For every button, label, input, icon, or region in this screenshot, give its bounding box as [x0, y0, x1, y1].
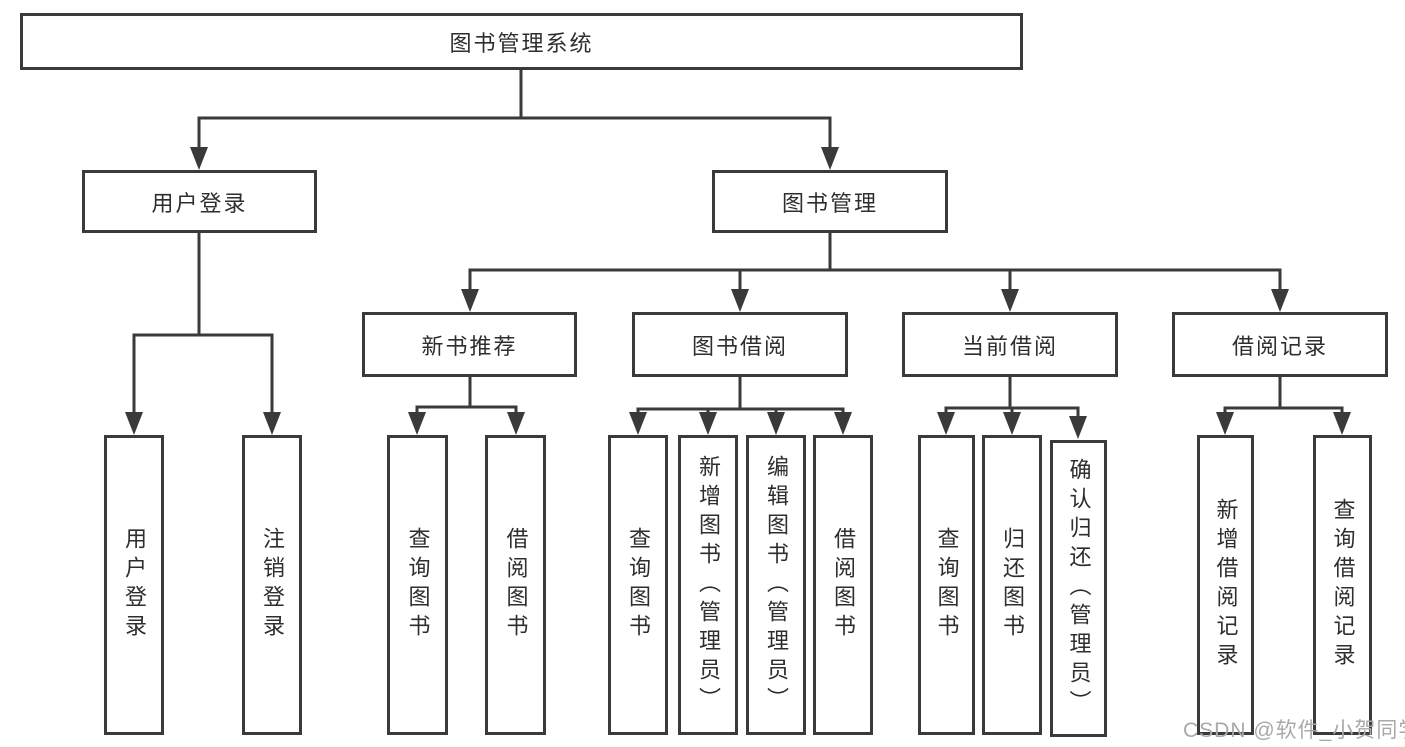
arrow-icon — [461, 289, 479, 312]
leaf-br-add-record: 新增借阅记录 — [1197, 435, 1254, 735]
arrow-icon — [1069, 416, 1087, 439]
arrow-icon — [125, 412, 143, 435]
arrow-icon — [834, 412, 852, 435]
leaf-br-query-record: 查询借阅记录 — [1313, 435, 1372, 735]
leaf-cb-confirm-return-admin: 确认归还（管理员） — [1050, 440, 1107, 737]
leaf-cb-return-books: 归还图书 — [982, 435, 1042, 735]
leaf-user-login: 用户登录 — [104, 435, 164, 735]
arrow-icon — [1216, 412, 1234, 435]
node-new-book-recommend: 新书推荐 — [362, 312, 577, 377]
connector-cb-rail — [944, 406, 1080, 417]
connector-mgmt-mid-drops — [738, 270, 1012, 292]
leaf-bb-query-books: 查询图书 — [608, 435, 668, 735]
leaf-nbr-query-books: 查询图书 — [387, 435, 448, 735]
connector-br-rail — [1223, 406, 1344, 414]
arrow-icon — [629, 412, 647, 435]
connector-nbr-rail — [415, 405, 518, 414]
arrow-icon — [507, 412, 525, 435]
leaf-cb-query-books: 查询图书 — [918, 435, 975, 735]
leaf-logout: 注销登录 — [242, 435, 302, 735]
arrow-icon — [190, 147, 208, 170]
connector-root-rail — [197, 116, 832, 151]
node-book-management: 图书管理 — [712, 170, 948, 233]
arrow-icon — [1271, 289, 1289, 312]
connector-mgmt-rail — [468, 268, 1282, 292]
connector-login-rail — [132, 333, 274, 414]
arrow-icon — [1003, 412, 1021, 435]
arrow-icon — [408, 412, 426, 435]
arrow-icon — [767, 412, 785, 435]
node-user-login: 用户登录 — [82, 170, 317, 233]
arrow-icon — [263, 412, 281, 435]
arrow-icon — [821, 147, 839, 170]
leaf-bb-add-books-admin: 新增图书（管理员） — [678, 435, 738, 735]
leaf-bb-edit-books-admin: 编辑图书（管理员） — [746, 435, 806, 735]
leaf-bb-borrow-books: 借阅图书 — [813, 435, 873, 735]
arrow-icon — [1001, 289, 1019, 312]
arrow-icon — [1333, 412, 1351, 435]
node-library-system: 图书管理系统 — [20, 13, 1023, 70]
connector-bb-rail — [636, 407, 845, 414]
connector-bb-mid-drops — [706, 409, 778, 414]
arrow-icon — [699, 412, 717, 435]
csdn-watermark: CSDN @软件_小贺同学 — [1183, 719, 1405, 742]
node-borrow-records: 借阅记录 — [1172, 312, 1388, 377]
arrow-icon — [937, 412, 955, 435]
arrow-icon — [731, 289, 749, 312]
node-book-borrow: 图书借阅 — [632, 312, 848, 377]
leaf-nbr-borrow-books: 借阅图书 — [485, 435, 546, 735]
node-current-borrow: 当前借阅 — [902, 312, 1118, 377]
